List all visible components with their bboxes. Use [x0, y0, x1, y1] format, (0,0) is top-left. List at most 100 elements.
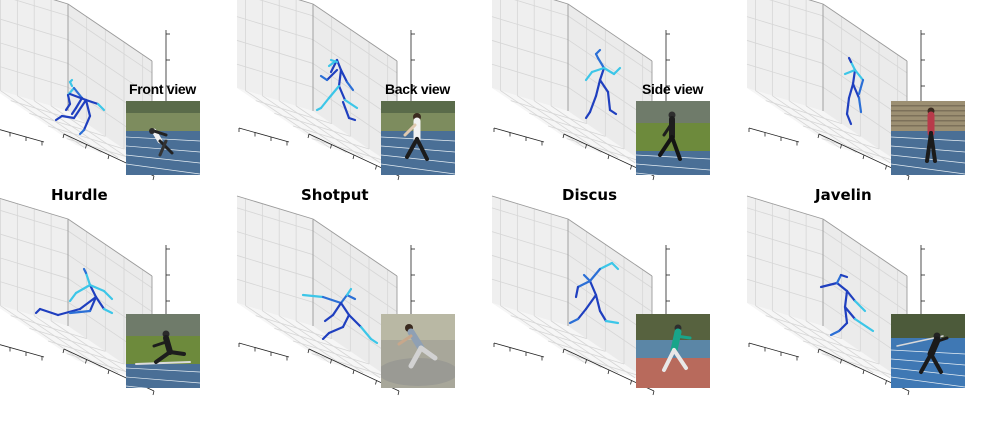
bone-13: [102, 289, 114, 301]
bone-10: [74, 283, 92, 295]
bone-10: [82, 114, 92, 132]
right-wall-pane: [823, 4, 907, 168]
bone-2: [64, 102, 72, 112]
y-axis: [0, 344, 45, 361]
bone-8: [96, 102, 106, 112]
bone-1: [851, 68, 857, 86]
bone-10: [345, 293, 357, 301]
athlete-figure: [403, 113, 429, 161]
bone-9: [853, 317, 869, 329]
bone-5: [851, 82, 861, 100]
floor-pane: [747, 303, 907, 383]
bone-4: [337, 84, 347, 102]
bone-7: [843, 68, 857, 76]
y-axis: [238, 127, 290, 146]
bone-7: [584, 293, 598, 311]
right-wall-pane: [568, 4, 652, 168]
photo-discus-row2: [636, 314, 710, 388]
bone-3: [72, 86, 84, 100]
bone-15: [329, 58, 339, 64]
bone-2: [94, 295, 106, 311]
bone-4: [594, 293, 602, 313]
photo-hurdle-front: [126, 101, 200, 175]
floor-pane: [237, 88, 397, 168]
y-axis: [493, 342, 545, 361]
skeleton-javelin-1: [843, 56, 865, 126]
bone-1: [88, 283, 98, 299]
axes-3d: [491, 0, 670, 181]
bone-3: [845, 96, 851, 116]
bone-13: [60, 114, 76, 120]
floor-pane: [237, 303, 397, 383]
bone-11: [78, 128, 86, 136]
axes-3d: [236, 0, 415, 181]
bone-3: [588, 94, 598, 114]
plot-shotput-back: [236, 0, 495, 210]
bone-6: [857, 96, 863, 114]
left-wall-pane: [492, 0, 568, 111]
bone-12: [88, 283, 106, 293]
bone-8: [88, 295, 98, 313]
skeleton-discus-side: [584, 48, 622, 120]
plot-discus-row2: [491, 195, 750, 425]
bone-11: [68, 291, 78, 303]
floor-pane: [747, 88, 907, 168]
bone-3: [337, 68, 343, 88]
bone-5: [598, 78, 610, 94]
bone-6: [606, 90, 612, 112]
bone-5: [321, 331, 331, 341]
bone-11: [331, 301, 343, 317]
bone-0: [849, 60, 857, 72]
bone-8: [315, 106, 323, 112]
bone-12: [345, 80, 355, 92]
y-axis: [493, 127, 545, 146]
y-axis: [748, 127, 800, 146]
photo-hurdle-row2: [126, 314, 200, 388]
athlete-figure: [135, 330, 191, 365]
bone-8: [843, 305, 857, 321]
left-wall-pane: [747, 0, 823, 111]
sport-label-javelin: Javelin: [815, 186, 872, 204]
bone-9: [325, 68, 339, 82]
bone-3: [588, 279, 598, 297]
bone-10: [865, 325, 875, 333]
athlete-figure: [149, 128, 174, 157]
bone-0: [301, 293, 325, 299]
photo-background: [126, 314, 200, 388]
bone-5: [843, 305, 849, 325]
floor-pane: [492, 88, 652, 168]
bone-8: [853, 68, 865, 82]
bone-7: [319, 96, 331, 110]
bone-13: [341, 100, 351, 120]
bone-4: [78, 295, 98, 311]
skeleton-javelin-2: [819, 273, 875, 337]
bone-2: [845, 289, 857, 303]
bone-0: [596, 56, 606, 70]
bone-4: [584, 110, 592, 120]
bone-1: [835, 281, 849, 293]
bone-11: [574, 285, 580, 299]
bone-12: [72, 98, 88, 120]
bone-5: [598, 309, 608, 323]
bone-12: [582, 273, 592, 283]
photo-javelin-row2: [891, 314, 965, 388]
athlete-figure: [925, 107, 937, 163]
photo-background: [126, 101, 200, 175]
photo-background: [891, 314, 965, 388]
bone-7: [608, 108, 618, 116]
bone-4: [74, 96, 84, 110]
plot-javelin-row2: [746, 195, 1000, 425]
sport-label-hurdle: Hurdle: [51, 186, 108, 204]
bone-2: [847, 82, 855, 100]
bone-3: [853, 299, 867, 313]
bone-9: [584, 70, 594, 82]
bone-6: [604, 319, 620, 325]
sport-label-discus: Discus: [562, 186, 618, 204]
bone-6: [68, 92, 88, 102]
bone-10: [847, 56, 853, 64]
left-wall-pane: [492, 196, 568, 326]
plot-hurdle-row2: [0, 197, 250, 425]
bone-14: [347, 116, 357, 122]
athlete-figure: [397, 324, 438, 369]
photo-javelin-row1: [891, 101, 965, 175]
